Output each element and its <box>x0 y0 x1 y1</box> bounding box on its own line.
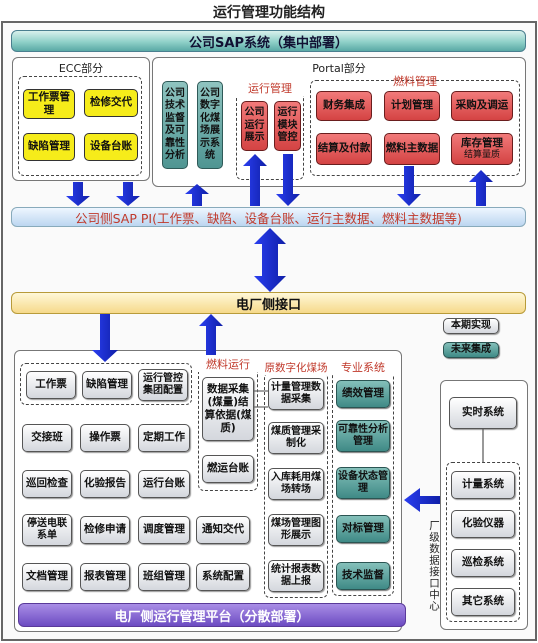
ops-mgmt-title: 运行管理 <box>236 80 304 96</box>
portal-digital-coal-yard: 公司数字化煤场展示系统 <box>197 81 223 169</box>
plant-item-work-ticket: 工作票 <box>26 371 76 399</box>
sap-system-band: 公司SAP系统（集中部署） <box>11 30 526 52</box>
iface-patrol-system: 巡检系统 <box>451 549 515 577</box>
portal-tech-supervision: 公司技术监督及可靠性分析 <box>162 81 188 169</box>
fuel-coal-connector <box>254 390 268 408</box>
plant-item-periodic-work: 定期工作 <box>138 424 190 452</box>
coal-storage: 入库耗用煤场转场 <box>268 468 324 500</box>
plant-item-patrol-check: 巡回检查 <box>22 470 72 498</box>
pro-performance: 绩效管理 <box>336 380 390 408</box>
plant-item-notice: 通知交代 <box>196 516 250 544</box>
portal-title: Portal部分 <box>312 62 366 75</box>
plant-item-lab-report: 化验报告 <box>80 470 130 498</box>
ecc-item-work-ticket: 工作票管理 <box>23 89 75 119</box>
plant-item-operation-ticket: 操作票 <box>80 424 130 452</box>
plant-item-power-contact: 停送电联系单 <box>22 514 72 546</box>
plant-item-ops-ledger: 运行台账 <box>138 470 190 498</box>
plant-item-maintenance-request: 检修申请 <box>80 516 130 544</box>
fuel-ops-data-collection: 数据采集(煤量)结算依据(煤质) <box>202 377 254 441</box>
iface-vertical-label: 厂级数据接口中心 <box>428 520 440 612</box>
coal-quality: 煤质管理采制化 <box>268 422 324 454</box>
sap-pi-band: 公司侧SAP PI(工作票、缺陷、设备台账、运行主数据、燃料主数据等) <box>11 207 526 227</box>
fuel-ops-ledger: 燃运台账 <box>202 455 254 483</box>
iface-lab-instrument: 化验仪器 <box>451 510 515 538</box>
fuel-settlement-quality-label: 结算量质 <box>463 149 500 160</box>
iface-systems-group <box>446 462 520 622</box>
plant-item-system-config: 系统配置 <box>196 563 250 591</box>
pro-equipment-status: 设备状态管理 <box>336 467 390 499</box>
coal-yard-title: 原数字化煤场 <box>258 360 334 375</box>
fuel-inventory-label: 库存管理 <box>461 136 503 149</box>
fuel-ops-title: 燃料运行 <box>198 356 258 372</box>
plant-platform-band: 电厂侧运行管理平台（分散部署） <box>18 603 406 627</box>
fuel-finance-integration: 财务集成 <box>316 91 372 121</box>
plant-item-documents: 文档管理 <box>22 563 72 591</box>
ecc-item-equipment-ledger: 设备台账 <box>84 133 138 161</box>
ecc-title: ECC部分 <box>58 62 104 75</box>
diagram-title: 运行管理功能结构 <box>213 5 325 21</box>
plant-item-dispatch: 调度管理 <box>138 516 190 544</box>
ops-module-control: 运行模块管控 <box>274 101 301 151</box>
pro-sys-title: 专业系统 <box>332 359 394 375</box>
plant-item-reports: 报表管理 <box>80 563 130 591</box>
iface-realtime-system: 实时系统 <box>449 397 517 429</box>
coal-metering: 计量管理数据采集 <box>268 378 324 410</box>
pro-reliability: 可靠性分析管理 <box>336 420 390 452</box>
iface-metering-system: 计量系统 <box>451 471 515 499</box>
plant-item-shift-handover: 交接班 <box>22 424 72 452</box>
legend-future: 未来集成 <box>443 342 499 358</box>
plant-item-defect: 缺陷管理 <box>82 371 132 399</box>
coal-yard-graphics: 煤场管理图形展示 <box>268 514 324 546</box>
fuel-procurement: 采购及调运 <box>451 91 513 121</box>
ecc-item-maintenance-handover: 检修交代 <box>84 89 138 117</box>
legend-current: 本期实现 <box>443 318 499 334</box>
ecc-item-defect: 缺陷管理 <box>23 133 75 161</box>
fuel-settlement-payment: 结算及付款 <box>316 133 372 165</box>
plant-ops-top-group <box>20 363 192 405</box>
coal-statistics: 统计报表数据上报 <box>268 560 324 592</box>
fuel-mgmt-title: 燃料管理 <box>393 75 437 88</box>
plant-interface-band: 电厂侧接口 <box>11 292 526 314</box>
fuel-master-data: 燃料主数据 <box>384 133 440 165</box>
fuel-inventory-management: 库存管理 结算量质 <box>451 133 513 165</box>
ops-company-display: 公司运行展示 <box>241 101 268 151</box>
iface-other-systems: 其它系统 <box>451 588 515 616</box>
plant-item-team: 班组管理 <box>138 563 190 591</box>
pro-benchmark: 对标管理 <box>336 515 390 543</box>
plant-item-group-config: 运行管控集团配置 <box>138 369 188 401</box>
fuel-plan-management: 计划管理 <box>384 91 440 121</box>
ecc-group <box>18 76 142 176</box>
pro-tech-supervision: 技术监督 <box>336 562 390 590</box>
